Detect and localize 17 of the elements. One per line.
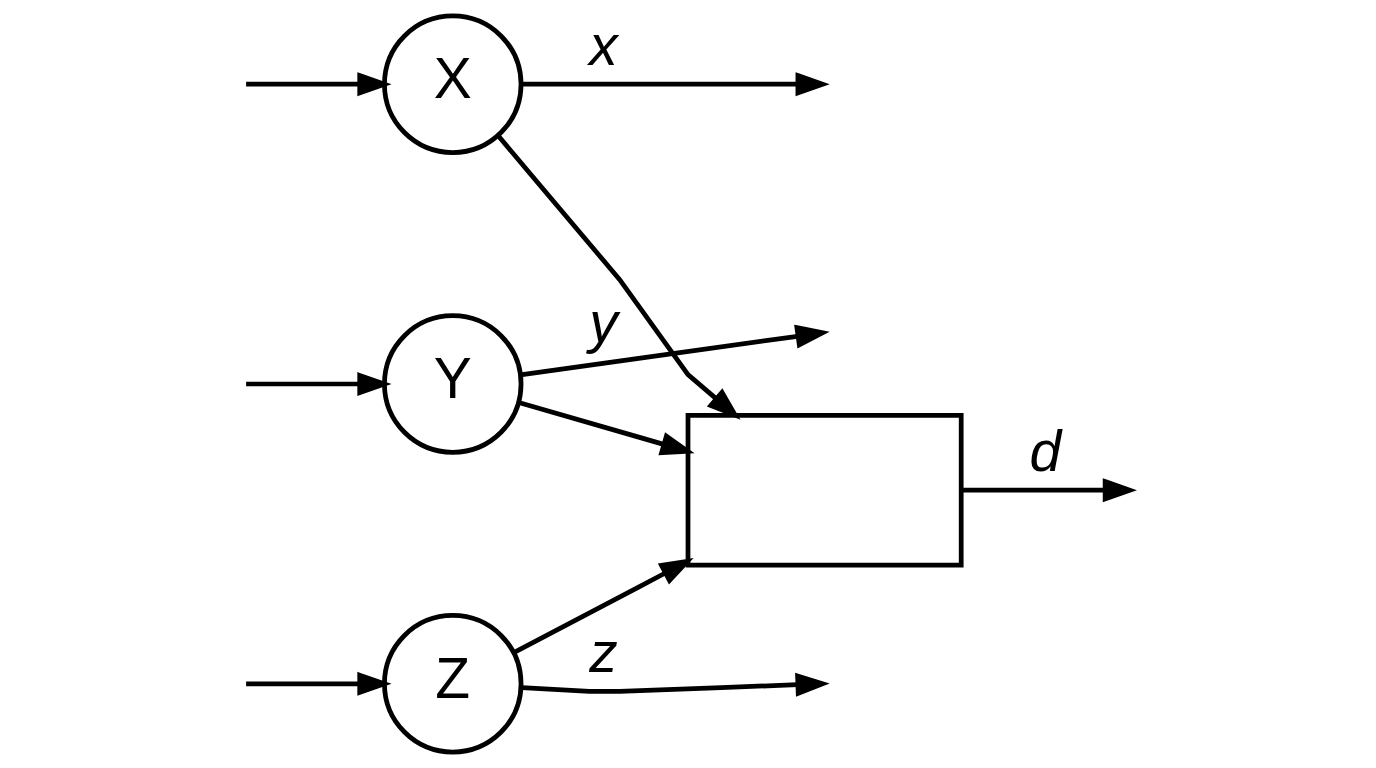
- edge-label: d: [1029, 419, 1062, 484]
- arrow: [518, 400, 695, 456]
- node-circle: Z: [382, 613, 524, 755]
- arrow: [496, 134, 741, 420]
- arrow: [520, 324, 830, 378]
- node-circle: Y: [382, 313, 524, 455]
- arrow: [961, 478, 1137, 503]
- arrow: [246, 671, 392, 696]
- node-box: [685, 412, 964, 568]
- arrow: [521, 672, 830, 697]
- arrow: [246, 72, 392, 97]
- arrow: [521, 72, 830, 97]
- arrow: [246, 372, 392, 396]
- node-circle: X: [382, 13, 524, 155]
- arrow: [512, 558, 694, 655]
- edge-label: x: [589, 13, 618, 78]
- edge-label: z: [589, 620, 618, 685]
